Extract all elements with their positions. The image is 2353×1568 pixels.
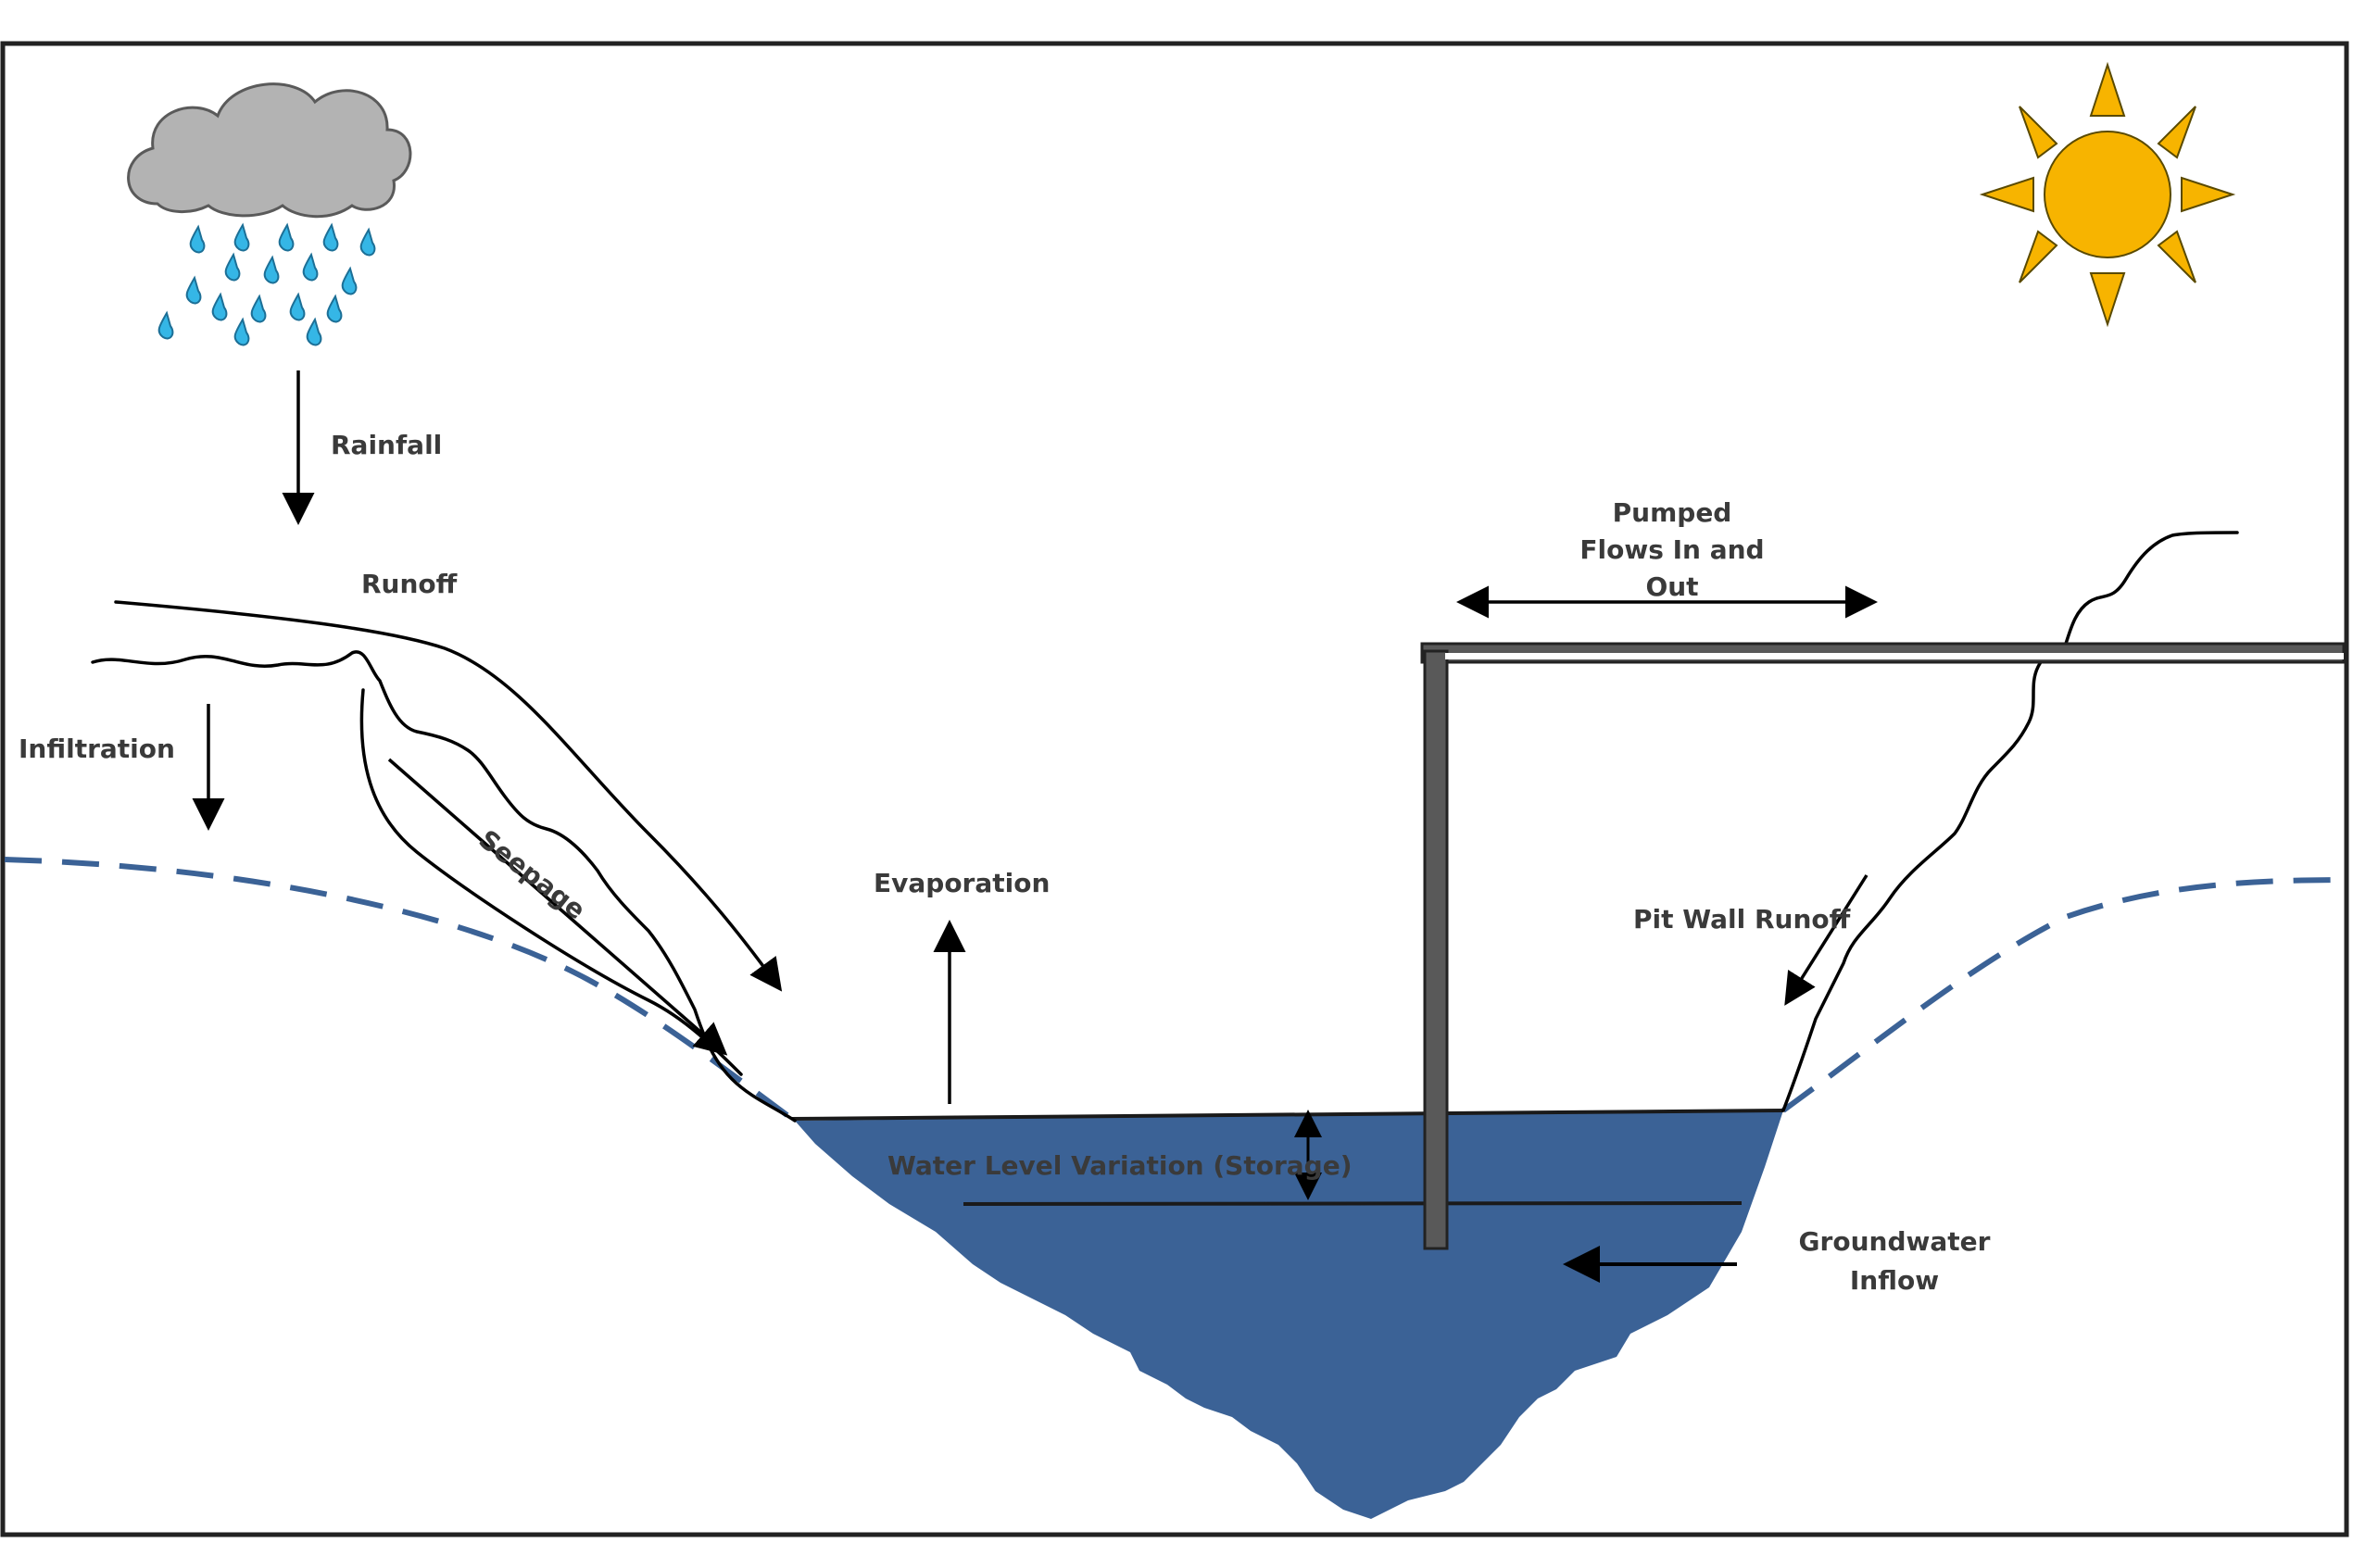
evaporation-label: Evaporation [874, 868, 1050, 898]
water-table-right [1781, 877, 2349, 1113]
water-table-left [4, 857, 794, 1122]
pumped-flows-label-line2: Flows In and [1579, 534, 1764, 565]
runoff-arrow [114, 600, 783, 992]
infiltration-label: Infiltration [19, 734, 175, 764]
rainfall-label: Rainfall [331, 430, 442, 460]
seepage-boundary [359, 688, 743, 1076]
water-level-variation-label: Water Level Variation (Storage) [887, 1150, 1352, 1181]
pumped-flows-label-line3: Out [1645, 571, 1698, 602]
pump-pipe-inner-top [1445, 653, 2344, 659]
lower-water-level-line [963, 1201, 1743, 1206]
pit-wall-runoff-arrow [1784, 874, 1869, 1006]
right-pit-wall [1781, 531, 2239, 1112]
pit-lake-water [795, 1110, 1783, 1519]
runoff-label: Runoff [361, 569, 458, 599]
pit-wall-runoff-label: Pit Wall Runoff [1633, 904, 1851, 935]
groundwater-inflow-label-line2: Inflow [1850, 1265, 1939, 1296]
rain-cloud-icon [127, 82, 412, 346]
seepage-arrow [387, 758, 728, 1056]
groundwater-inflow-label-line1: Groundwater [1799, 1226, 1991, 1257]
water-surface-line [791, 1109, 1784, 1121]
pumped-flows-label-line1: Pumped [1613, 497, 1732, 528]
sun-icon [1979, 61, 2236, 328]
left-pit-wall [91, 650, 797, 1123]
pump-pipe-vertical [1423, 649, 1449, 1250]
